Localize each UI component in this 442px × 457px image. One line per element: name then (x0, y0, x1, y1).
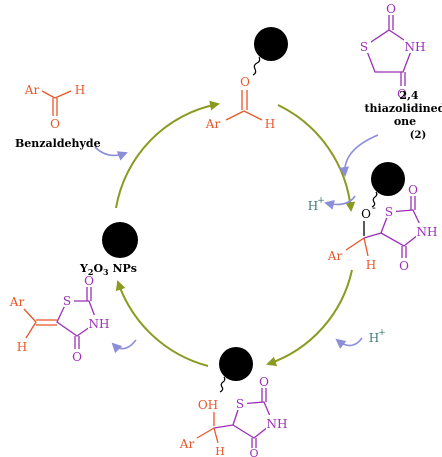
tether-wavy-right (371, 191, 378, 208)
tzd-ring (364, 29, 414, 73)
bottom-ar-label: Ar (179, 437, 195, 451)
alkoxide-intermediate: O - Ar H S O NH O (327, 162, 438, 273)
right-o-bottom: O (399, 259, 409, 273)
proton-in-arrow (335, 337, 363, 349)
bottom-o-bottom: O (249, 447, 258, 457)
product-nh-label: NH (89, 317, 110, 331)
bottom-h-label: H (215, 445, 225, 457)
thiazolidinedione-reagent: O S NH O 2,4 thiazolidinedi one (2) (357, 2, 442, 141)
tzd-s-mask (357, 38, 371, 53)
tzd-nh-label: NH (405, 40, 426, 54)
right-s-mask (382, 203, 396, 218)
tzd-name-line3: one (394, 115, 416, 128)
bottom-s-mask (233, 395, 247, 410)
knoevenagel-product: Ar H S O NH O (9, 274, 110, 364)
product-s-mask (60, 292, 74, 307)
top-h-bond (243, 110, 263, 121)
right-ar-label: Ar (327, 249, 343, 263)
tzd-name-line1: 2,4 (399, 89, 418, 102)
product-s-label: S (63, 294, 71, 308)
benz-ar-label: Ar (24, 83, 40, 97)
bottom-link-bond (213, 424, 234, 429)
nanoparticle-bottom (219, 347, 253, 381)
benzaldehyde-in-arrow (94, 146, 128, 161)
benz-h-bond (54, 90, 72, 99)
bottom-h-bond (213, 427, 219, 444)
cycle-arrow-bottom-right (266, 269, 353, 367)
product-ar-label: Ar (9, 295, 25, 309)
side-arrows (94, 134, 379, 354)
catalyst-label: Y2O3 NPs (79, 262, 137, 277)
bound-aldehyde: O Ar H (205, 27, 288, 131)
product-out-arrow (111, 339, 137, 354)
hydroxy-adduct: OH Ar H S O NH O (179, 347, 288, 457)
benz-ar-bond (41, 90, 56, 99)
top-h-label: H (265, 117, 275, 131)
cycle-arrow-bottom-left (115, 280, 209, 367)
benz-o-label: O (50, 117, 60, 131)
cycle-arrow-top-right (277, 104, 356, 212)
top-ar-bond (225, 110, 245, 121)
bottom-nh-mask (266, 415, 288, 430)
tzd-o-top: O (386, 2, 396, 16)
bottom-oh-label: OH (198, 398, 218, 412)
benzaldehyde-label: Benzaldehyde (15, 137, 101, 150)
right-nh-label: NH (417, 225, 438, 239)
proton-bottom: H + (369, 328, 386, 345)
top-o-label: O (240, 75, 250, 89)
proton-top: H + (308, 196, 325, 213)
right-ar-bond (345, 237, 365, 251)
benzaldehyde-reagent: Ar H O Benzaldehyde (15, 83, 101, 150)
right-s-label: S (385, 205, 393, 219)
tzd-o-bottom: O (397, 87, 407, 101)
proton-bottom-h: H (369, 331, 379, 345)
top-ar-label: Ar (205, 117, 221, 131)
right-o-label: O (361, 207, 371, 221)
tether-wavy-top (252, 56, 261, 76)
right-nh-mask (416, 223, 438, 238)
nanoparticle-right (371, 162, 405, 196)
right-link-bond (363, 232, 382, 239)
cycle-arrow-top-left (115, 100, 220, 209)
product-ar-bond (23, 308, 37, 323)
right-o-charge: - (372, 201, 376, 214)
nanoparticle-catalyst (102, 222, 138, 258)
bottom-ar-bond (196, 427, 215, 439)
tzd-s-label: S (360, 40, 368, 54)
right-h-label: H (366, 258, 376, 272)
product-o-top: O (84, 274, 94, 288)
tzd-compound-number: (2) (410, 130, 426, 141)
proton-top-plus: + (317, 196, 325, 206)
catalytic-cycle (115, 100, 356, 367)
tzd-in-arrow (339, 134, 379, 177)
product-h-bond (25, 321, 37, 339)
right-o-top: O (408, 183, 418, 197)
catalyst-y2o3: Y2O3 NPs (79, 222, 138, 277)
bottom-s-label: S (236, 397, 244, 411)
proton-top-h: H (308, 199, 318, 213)
bottom-nh-label: NH (267, 417, 288, 431)
benz-h-label: H (75, 83, 85, 97)
tzd-name-line2: thiazolidinedi (364, 102, 442, 115)
bottom-o-top: O (259, 375, 269, 389)
product-nh-mask (88, 315, 110, 330)
tzd-nh-mask (404, 38, 426, 53)
right-h-bond (363, 237, 369, 257)
proton-bottom-plus: + (378, 328, 386, 338)
tether-wavy-bottom (219, 376, 226, 393)
nanoparticle-top (254, 27, 288, 61)
product-h-label: H (17, 340, 27, 354)
proton-out-arrow (324, 195, 356, 210)
product-o-bottom: O (72, 350, 82, 364)
